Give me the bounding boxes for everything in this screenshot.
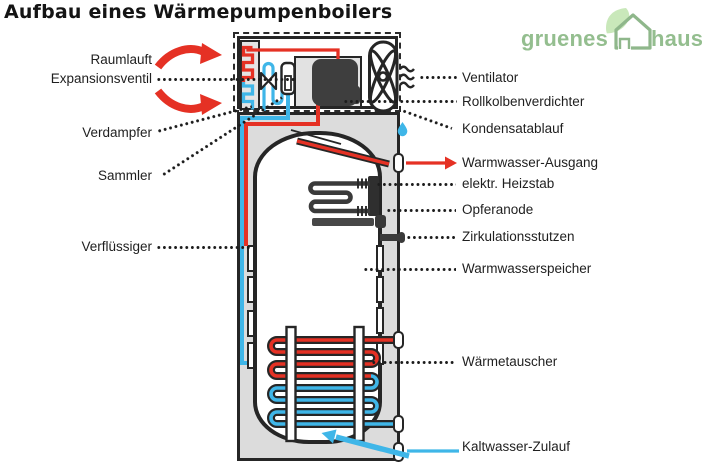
hot-water-out-arrow (406, 156, 457, 170)
label-kondensatablauf: Kondensatablauf (462, 121, 564, 136)
label-opferanode: Opferanode (462, 202, 534, 217)
tank-wall-slot (376, 276, 384, 303)
circulation-connector-cap (398, 231, 405, 243)
circulation-connector (380, 233, 400, 241)
logo-word-gruenes: gruenes (521, 26, 608, 51)
leader-verfluessiger (156, 245, 250, 249)
leader-heizstab (376, 182, 456, 186)
logo-word-haus: haus (651, 26, 702, 51)
evaporator-panel (240, 40, 260, 110)
page-title: Aufbau eines Wärmepumpenboilers (4, 1, 393, 23)
cold-water-flange (393, 442, 404, 462)
label-warmwasser-ausgang: Warmwasser-Ausgang (462, 155, 599, 170)
label-zirkulationsstutzen: Zirkulationsstutzen (462, 229, 575, 244)
leader-ventilator (419, 76, 457, 79)
airflow-waves-icon (399, 65, 415, 89)
label-waermetauscher: Wärmetauscher (462, 354, 558, 369)
tank-wall-slot (247, 276, 255, 303)
label-verdampfer: Verdampfer (82, 125, 152, 140)
label-heizstab: elektr. Heizstab (462, 176, 555, 191)
leader-kondensatablauf (401, 108, 453, 130)
label-verfluessiger: Verflüssiger (81, 239, 152, 254)
tank-wall-slot (247, 342, 255, 369)
leader-zirkulationsstutzen (406, 235, 456, 239)
heating-element-flange (368, 176, 379, 216)
sacrificial-anode (312, 218, 374, 226)
label-ventilator: Ventilator (462, 70, 519, 85)
tank-wall-slot (247, 310, 255, 337)
room-air-arrow-bottom (154, 88, 222, 115)
hot-water-outlet-flange (393, 153, 404, 173)
hot-water-tank (253, 131, 382, 444)
label-rollkolbenverdichter: Rollkolbenverdichter (462, 94, 585, 109)
label-expansionsventil: Expansionsventil (50, 71, 152, 86)
label-sammler: Sammler (97, 168, 152, 183)
tank-wall-slot (376, 307, 384, 334)
tank-wall-slot (376, 245, 384, 272)
tank-wall-slot (247, 245, 255, 272)
label-raumluft: Raumlauft (90, 52, 152, 67)
label-warmwasserspeicher: Warmwasserspeicher (462, 261, 592, 276)
leader-rollkolbenverdichter (343, 100, 457, 103)
green-house-logo-icon (606, 8, 652, 51)
leader-warmwasserspeicher (363, 267, 456, 271)
anode-bolt (375, 215, 386, 228)
coil-outlet-flange (393, 415, 404, 433)
room-air-arrow-top (154, 43, 222, 70)
leader-expansionsventil (156, 77, 296, 81)
label-kaltwasser-zulauf: Kaltwasser-Zulauf (462, 439, 571, 454)
coil-inlet-flange (393, 331, 404, 349)
leader-opferanode (386, 208, 456, 212)
leader-waermetauscher (371, 360, 456, 364)
